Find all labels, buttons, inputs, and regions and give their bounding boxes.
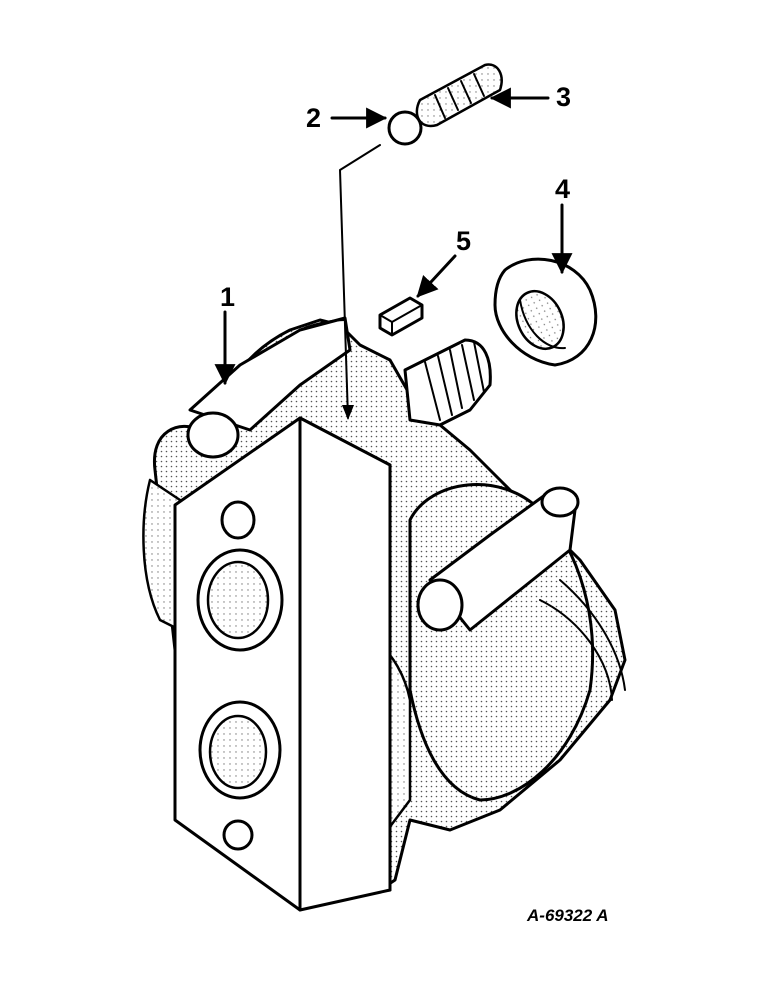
- callout-2: 2: [306, 103, 321, 133]
- callout-4: 4: [555, 174, 570, 204]
- shaft-key: [378, 296, 424, 337]
- spring: [415, 63, 503, 128]
- callout-1: 1: [220, 282, 235, 312]
- leader-lines: [214, 87, 573, 420]
- oil-seal: [493, 257, 598, 367]
- figure-id: A-69322 A: [526, 906, 609, 925]
- callout-5: 5: [456, 226, 471, 256]
- callout-3: 3: [556, 82, 571, 112]
- pump-body: [142, 316, 627, 912]
- check-ball: [387, 110, 423, 146]
